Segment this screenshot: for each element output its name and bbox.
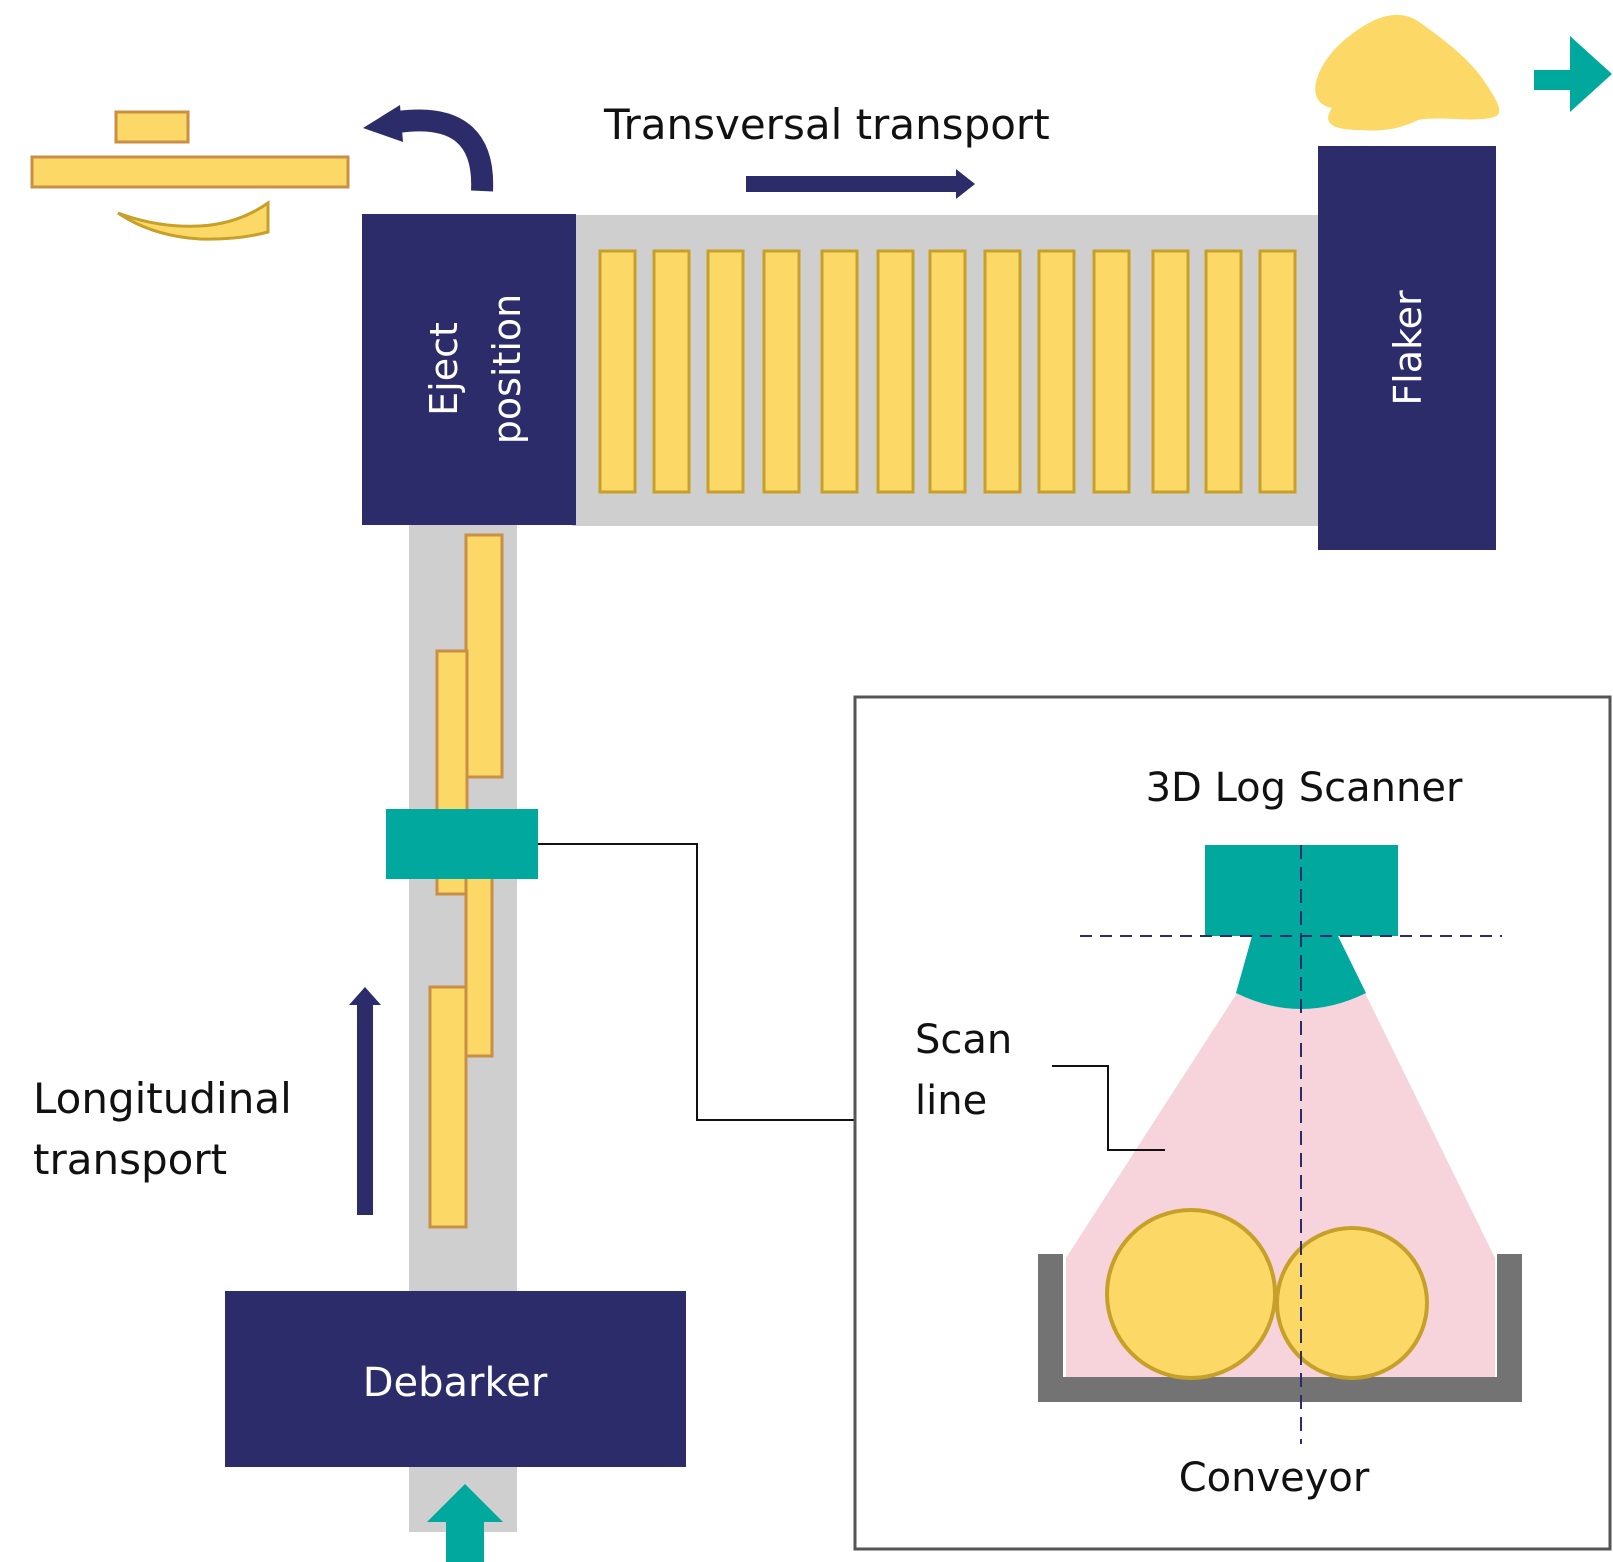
debarker-box (225, 1291, 686, 1467)
eject-position-label-line2: position (485, 294, 529, 445)
input-arrow (427, 1484, 503, 1562)
transversal-log (928, 249, 967, 494)
transversal-logs (598, 249, 1297, 494)
ejected-pieces (30, 110, 350, 241)
output-arrow (1534, 36, 1612, 112)
scan-line-label-line1: Scan (915, 1017, 1012, 1063)
transversal-log (652, 249, 691, 494)
conveyor-tray (1038, 1254, 1522, 1402)
log-cross-section (1105, 1208, 1277, 1380)
debarker-label: Debarker (363, 1360, 548, 1406)
longitudinal-transport-label-line2: transport (33, 1135, 227, 1184)
scan-line-leader (1052, 1065, 1165, 1151)
eject-position-label-line1: Eject (422, 322, 466, 416)
wood-chips-pile (1315, 14, 1500, 131)
longitudinal-arrow (349, 987, 381, 1215)
scan-line-label-line2: line (915, 1078, 987, 1124)
transversal-log (1258, 249, 1297, 494)
transversal-arrow (746, 169, 975, 199)
flaker-label: Flaker (1386, 290, 1430, 406)
transversal-log (1037, 249, 1076, 494)
conveyor-label: Conveyor (1179, 1455, 1370, 1501)
transversal-log (876, 249, 915, 494)
ejected-block (114, 110, 190, 144)
scanner-lens (1236, 936, 1366, 1009)
scanner-on-line (386, 809, 538, 879)
transversal-log (983, 249, 1022, 494)
ejected-bark-strip (117, 200, 270, 241)
scanner-title: 3D Log Scanner (1146, 765, 1463, 811)
transversal-log (1092, 249, 1131, 494)
callout-connector (538, 843, 855, 1121)
transversal-log (762, 249, 801, 494)
longitudinal-log (428, 985, 468, 1229)
eject-curved-arrow (363, 105, 494, 192)
transversal-log (1151, 249, 1190, 494)
transversal-log (820, 249, 859, 494)
transversal-log (1204, 249, 1243, 494)
ejected-board (30, 155, 350, 189)
longitudinal-log (464, 860, 494, 1058)
transversal-transport-label: Transversal transport (603, 100, 1050, 149)
transversal-log (598, 249, 637, 494)
longitudinal-transport-label-line1: Longitudinal (33, 1074, 292, 1123)
longitudinal-log (464, 533, 504, 779)
flaker-box (1318, 146, 1496, 550)
eject-position-box (362, 214, 576, 525)
log-cross-section (1275, 1226, 1429, 1380)
transversal-log (706, 249, 745, 494)
